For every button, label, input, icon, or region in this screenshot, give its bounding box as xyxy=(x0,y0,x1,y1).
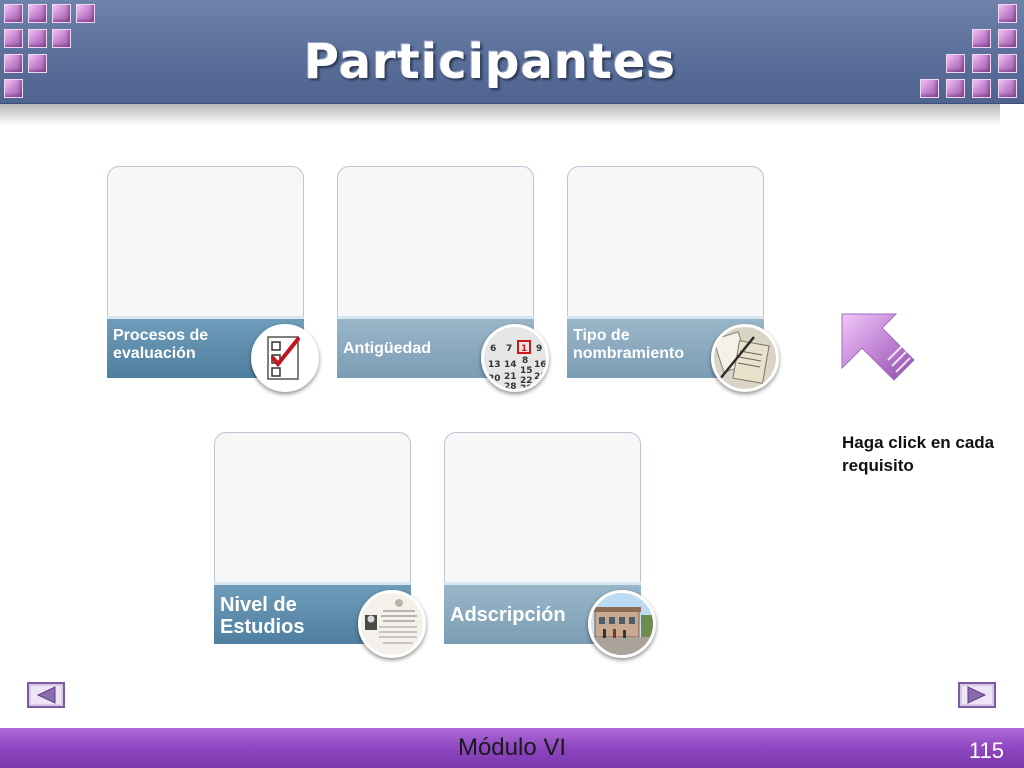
pixel-tile xyxy=(4,29,23,48)
triangle-left-icon xyxy=(36,686,56,704)
calendar-number: 23 xyxy=(534,372,546,382)
next-slide-button[interactable] xyxy=(958,682,996,708)
pixel-tile xyxy=(28,29,47,48)
slide-header: Participantes xyxy=(0,0,1024,104)
card-label-text: Antigüedad xyxy=(343,339,431,357)
calendar-number: 13 xyxy=(488,360,501,370)
card-tipo-nombramiento[interactable]: Tipo de nombramiento xyxy=(567,166,779,396)
arrow-up-left-icon xyxy=(838,308,918,388)
checklist-icon xyxy=(251,324,319,392)
calendar-number: 16 xyxy=(534,360,546,370)
pixel-tile xyxy=(28,4,47,23)
calendar-number: 15 xyxy=(520,366,533,376)
pixel-tile xyxy=(76,4,95,23)
pixel-tile xyxy=(52,4,71,23)
calendar-number: 28 xyxy=(504,382,517,389)
previous-slide-button[interactable] xyxy=(27,682,65,708)
school-building-icon xyxy=(588,590,656,658)
pixel-tile xyxy=(946,54,965,73)
card-label-text: Nivel de Estudios xyxy=(220,594,305,638)
pixel-tile xyxy=(972,79,991,98)
pixel-tile xyxy=(28,54,47,73)
triangle-right-icon xyxy=(967,686,987,704)
calendar-number: 1 xyxy=(521,344,527,354)
card-nivel-estudios[interactable]: Nivel de Estudios xyxy=(214,432,426,662)
certificate-icon xyxy=(358,590,426,658)
calendar-number: 21 xyxy=(504,372,517,382)
instruction-text: Haga click en cada requisito xyxy=(842,433,995,475)
card-procesos-evaluacion[interactable]: Procesos de evaluación xyxy=(107,166,319,396)
card-image-area xyxy=(337,166,534,316)
pixel-tile xyxy=(946,79,965,98)
pixel-tile xyxy=(972,54,991,73)
card-image-area xyxy=(107,166,304,316)
pixel-tile xyxy=(998,4,1017,23)
calendar-number: 20 xyxy=(488,374,501,384)
calendar-number: 29 xyxy=(520,384,533,389)
slide-footer: Módulo VI 115 xyxy=(0,728,1024,768)
pixel-tile xyxy=(998,29,1017,48)
card-adscripcion[interactable]: Adscripción xyxy=(444,432,656,662)
pixel-tile xyxy=(4,4,23,23)
card-image-area xyxy=(567,166,764,316)
card-image-area xyxy=(444,432,641,582)
calendar-number: 8 xyxy=(522,356,528,366)
pixel-tile xyxy=(972,29,991,48)
card-label-text: Procesos de evaluación xyxy=(113,327,209,362)
calendar-number: 7 xyxy=(506,344,512,354)
card-label-text: Tipo de nombramiento xyxy=(573,327,685,362)
module-label: Módulo VI xyxy=(457,734,567,761)
calendar-number: 22 xyxy=(520,376,533,386)
pixel-tile xyxy=(998,54,1017,73)
card-image-area xyxy=(214,432,411,582)
header-shadow xyxy=(0,104,1000,126)
calendar-number: 6 xyxy=(490,344,496,354)
pixel-tile xyxy=(4,79,23,98)
calendar-icon: 6 7 1 8 9 13 14 15 16 20 21 22 23 28 29 xyxy=(481,324,549,392)
pixel-tile xyxy=(52,29,71,48)
calendar-number: 9 xyxy=(536,344,542,354)
page-number: 115 xyxy=(968,738,1004,763)
pixel-tile xyxy=(920,79,939,98)
page-title: Participantes xyxy=(303,34,677,90)
calendar-number: 14 xyxy=(504,360,517,370)
pixel-tile xyxy=(998,79,1017,98)
pixel-tile xyxy=(4,54,23,73)
card-label-text: Adscripción xyxy=(450,603,566,626)
card-antiguedad[interactable]: Antigüedad 6 7 1 8 9 13 14 15 16 20 21 2… xyxy=(337,166,549,396)
documents-icon xyxy=(711,324,779,392)
